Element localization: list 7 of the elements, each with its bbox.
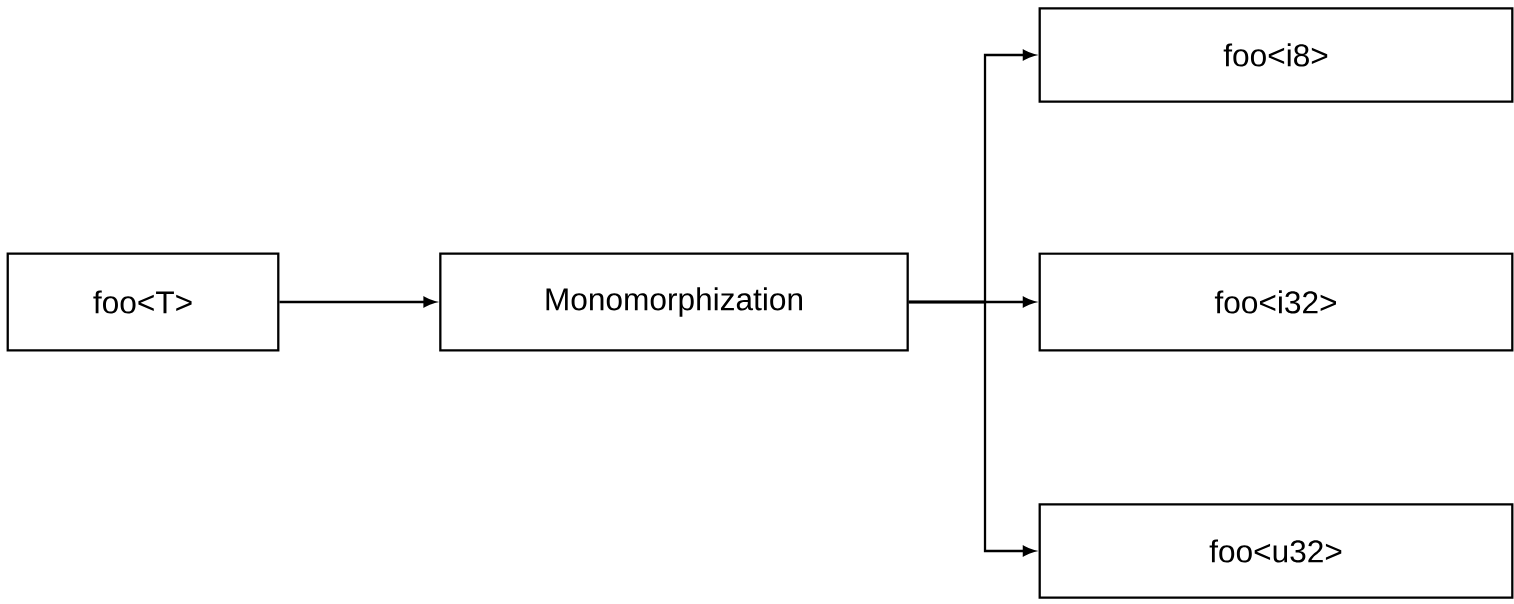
arrow: [908, 300, 1036, 557]
arrow: [279, 296, 436, 308]
process-box: foo<u32>: [1038, 503, 1514, 599]
process-box: Monomorphization: [439, 252, 909, 352]
process-box: foo<i32>: [1038, 252, 1514, 352]
process-box: foo<i8>: [1038, 7, 1514, 103]
process-box: foo<T>: [6, 252, 280, 352]
